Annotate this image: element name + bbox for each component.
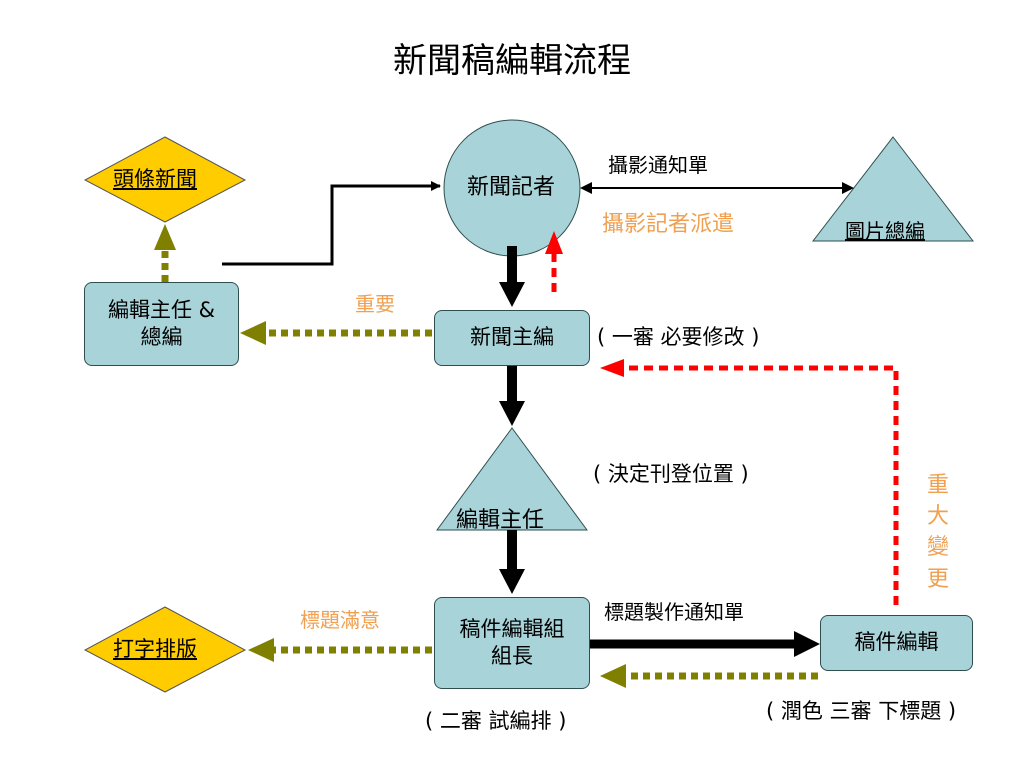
major-change-char-1: 重 — [926, 473, 949, 498]
copy-leader-to-copy-editor-arrow — [588, 631, 820, 657]
reporter-photo-double-arrow — [580, 182, 854, 194]
copy-editor-label: 稿件編輯 — [854, 630, 939, 655]
copy-leader-label: 稿件編輯組 — [459, 616, 565, 641]
page-title: 新聞稿編輯流程 — [393, 41, 631, 81]
decide-position-label: ( 決定刊登位置 ) — [593, 462, 749, 486]
title-satisfied-label: 標題滿意 — [300, 608, 380, 632]
chief-editor-label: 編輯主任 & — [107, 297, 216, 322]
copy-leader-to-typesetting-dotted-arrow — [248, 638, 432, 662]
major-change-char-3: 變 — [926, 535, 949, 561]
typesetting-diamond — [83, 606, 247, 693]
director-to-copy-leader-arrow — [499, 530, 525, 594]
major-change-label: 重 大 變 更 — [925, 470, 951, 595]
photo-editor-label: 圖片總編 — [845, 219, 925, 243]
major-change-char-4: 更 — [926, 566, 949, 592]
reporter-label: 新聞記者 — [467, 175, 556, 200]
photo-editor-triangle — [811, 136, 975, 242]
chief-to-reporter-connector — [222, 181, 441, 266]
important-label: 重要 — [355, 292, 395, 316]
news-editor-to-chief-dotted-arrow — [240, 321, 432, 345]
news-editor-box: 新聞主編 — [434, 310, 590, 366]
major-change-red-arrow — [600, 359, 899, 605]
copy-leader-label-line2: 組長 — [491, 644, 533, 668]
headline-news-label: 頭條新聞 — [113, 167, 197, 191]
headline-notice-label: 標題製作通知單 — [604, 600, 744, 624]
copy-leader-box: 稿件編輯組 組長 — [434, 597, 590, 689]
third-review-label: ( 潤色 三審 下標題 ) — [766, 699, 957, 723]
photo-notice-label: 攝影通知單 — [608, 153, 708, 177]
reporter-to-news-editor-arrow — [499, 246, 525, 307]
second-review-label: ( 二審 試編排 ) — [425, 709, 567, 733]
copy-editor-to-copy-leader-dotted-arrow — [600, 664, 818, 688]
first-review-label: ( 一審 必要修改 ) — [597, 325, 760, 349]
typesetting-label: 打字排版 — [113, 637, 197, 661]
chief-editor-label-line2: 總編 — [140, 325, 183, 349]
editor-director-label: 編輯主任 — [456, 508, 545, 533]
news-editor-to-reporter-red-arrow — [545, 231, 563, 292]
news-editor-to-director-arrow — [499, 366, 525, 426]
major-change-char-2: 大 — [926, 504, 949, 530]
headline-news-diamond — [83, 136, 247, 223]
chief-editor-box: 編輯主任 & 總編 — [84, 282, 239, 366]
chief-to-headline-dotted-arrow — [154, 224, 176, 282]
copy-editor-box: 稿件編輯 — [820, 615, 973, 671]
photographer-dispatch-label: 攝影記者派遣 — [602, 212, 735, 237]
news-editor-label: 新聞主編 — [470, 325, 554, 350]
